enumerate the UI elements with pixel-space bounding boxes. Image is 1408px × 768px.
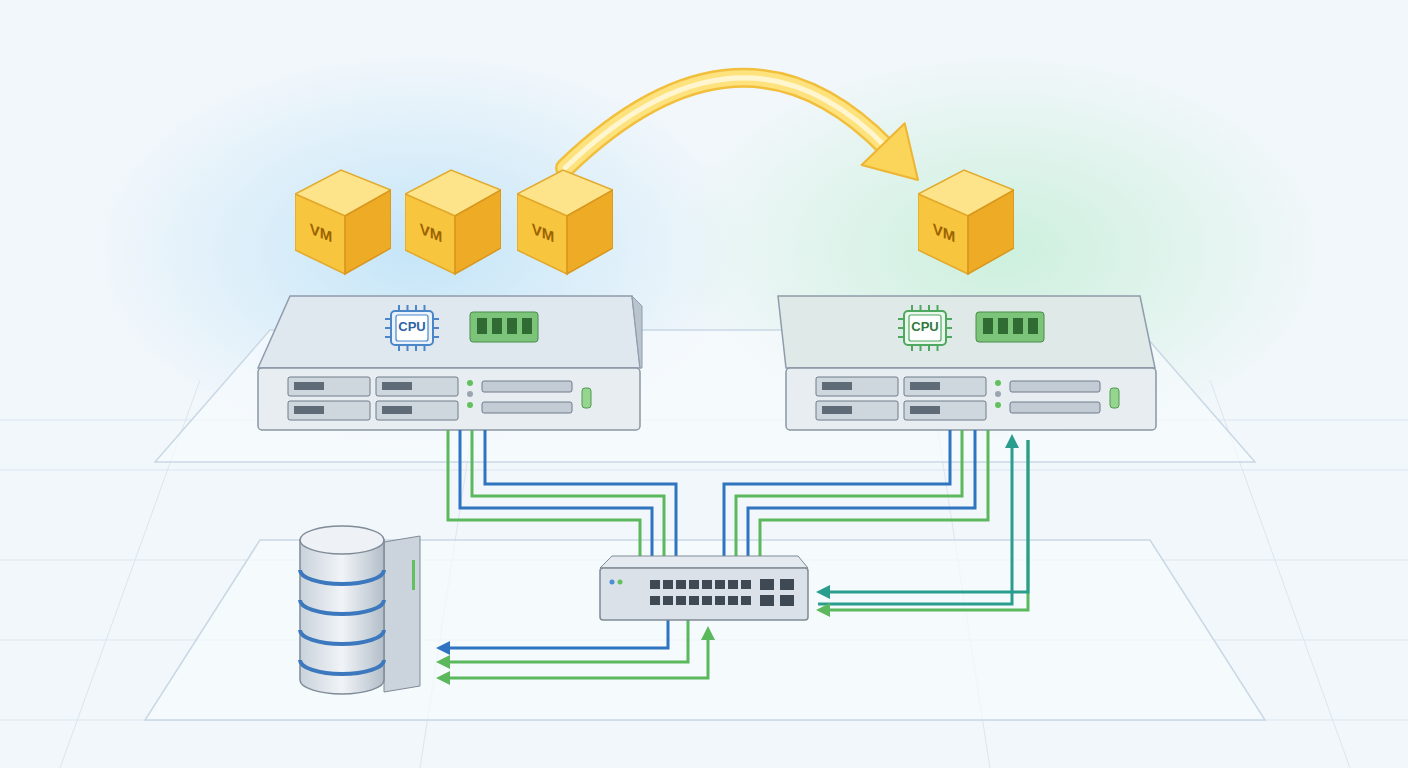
cpu-label: CPU <box>898 319 952 334</box>
vm-cube: VM <box>295 168 391 276</box>
cpu-chip: CPU <box>385 305 439 351</box>
cube-side <box>567 190 613 274</box>
arrowhead <box>862 123 918 180</box>
ram-module <box>976 312 1044 342</box>
server-left <box>258 296 642 430</box>
cube-front <box>295 194 345 274</box>
network-switch <box>600 556 808 620</box>
cube-outline <box>517 168 613 276</box>
cube-side <box>968 190 1014 274</box>
cpu-label: CPU <box>385 319 439 334</box>
arrow-shaft <box>565 78 887 168</box>
network-cables <box>440 430 1028 678</box>
cube-front <box>405 194 455 274</box>
server-right <box>778 296 1156 430</box>
arrow-shaft <box>565 78 887 168</box>
cube-front <box>918 194 968 274</box>
migration-arrow <box>565 78 918 180</box>
cube-outline <box>295 168 391 276</box>
cube-side <box>345 190 391 274</box>
lower-platform <box>145 540 1265 720</box>
cable-arrowheads <box>436 434 1019 685</box>
storage-cylinder <box>300 526 420 694</box>
ram-module <box>470 312 538 342</box>
cpu-chip: CPU <box>898 305 952 351</box>
vm-cube: VM <box>405 168 501 276</box>
vm-cube: VM <box>918 168 1014 276</box>
cube-outline <box>918 168 1014 276</box>
cube-outline <box>405 168 501 276</box>
cube-front <box>517 194 567 274</box>
vm-cube: VM <box>517 168 613 276</box>
cube-side <box>455 190 501 274</box>
arrow-sheen <box>565 78 887 168</box>
